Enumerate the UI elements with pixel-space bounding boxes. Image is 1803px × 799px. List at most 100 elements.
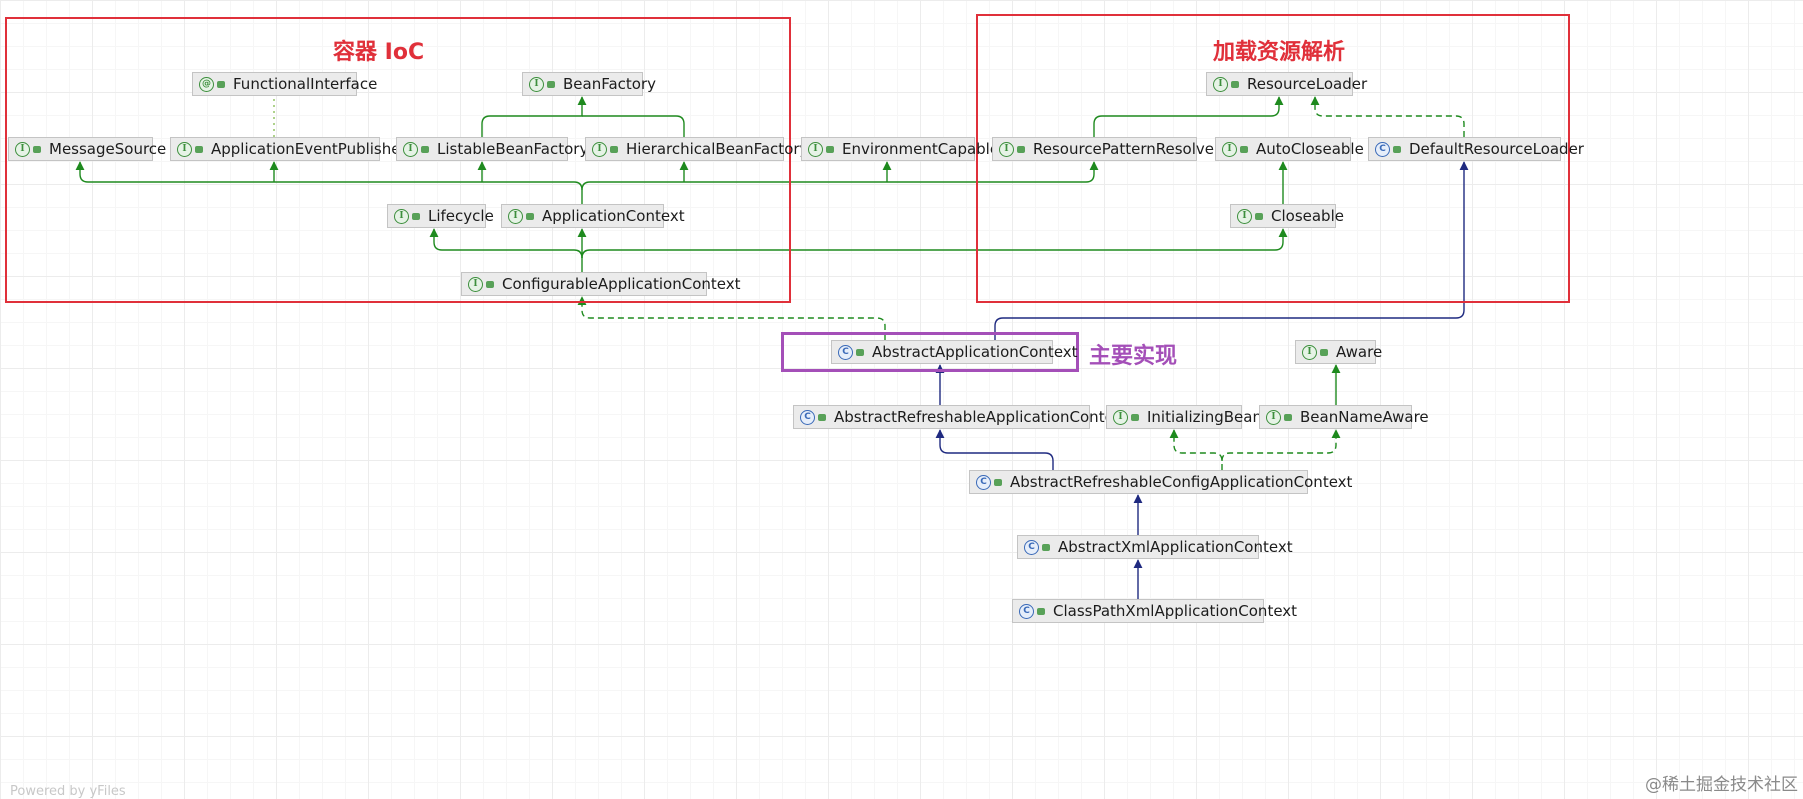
class-icon: C (1019, 603, 1034, 619)
class-icon: C (1024, 539, 1039, 555)
node-label: ListableBeanFactory (437, 140, 589, 158)
node-label: EnvironmentCapable (842, 140, 1000, 158)
edge-config-to-initializingbean (1169, 429, 1223, 470)
node-application-event-publisher[interactable]: I ApplicationEventPublisher (170, 137, 407, 161)
access-icon (412, 212, 420, 220)
region-resource-title: 加载资源解析 (1213, 40, 1346, 65)
edge-configurable-to-closeable (581, 228, 1288, 259)
interface-icon: I (1222, 141, 1237, 157)
access-icon (486, 280, 494, 288)
node-label: ApplicationContext (542, 207, 685, 225)
edge-config-to-beannameaware (1221, 429, 1341, 462)
interface-icon: I (1113, 409, 1128, 425)
node-label: Closeable (1271, 207, 1344, 225)
node-abstract-refreshable-config-application-context[interactable]: C AbstractRefreshableConfigApplicationCo… (969, 470, 1352, 494)
node-label: ResourcePatternResolver (1033, 140, 1221, 158)
watermark: @稀土掘金技术社区 (1645, 775, 1798, 795)
access-icon (610, 145, 618, 153)
class-icon: C (976, 474, 991, 490)
node-label: MessageSource (49, 140, 167, 158)
node-default-resource-loader[interactable]: C DefaultResourceLoader (1368, 137, 1584, 161)
node-bean-factory[interactable]: I BeanFactory (522, 72, 656, 96)
access-icon (1017, 145, 1025, 153)
yfiles-credit: Powered by yFiles (10, 784, 126, 799)
node-environment-capable[interactable]: I EnvironmentCapable (801, 137, 999, 161)
access-icon (547, 80, 555, 88)
interface-icon: I (529, 76, 544, 92)
edge-hierarchical-to-beanfactory (582, 115, 685, 137)
access-icon (421, 145, 429, 153)
node-label: DefaultResourceLoader (1409, 140, 1584, 158)
interface-icon: I (1302, 344, 1317, 360)
access-icon (1393, 145, 1401, 153)
node-lifecycle[interactable]: I Lifecycle (387, 204, 494, 228)
region-ioc-title: 容器 IoC (333, 40, 425, 65)
interface-icon: I (1213, 76, 1228, 92)
node-functional-interface[interactable]: @ FunctionalInterface (192, 72, 377, 96)
access-icon (1042, 543, 1050, 551)
node-listable-bean-factory[interactable]: I ListableBeanFactory (396, 137, 588, 161)
region-resource-box (976, 14, 1570, 303)
access-icon (217, 80, 225, 88)
node-message-source[interactable]: I MessageSource (8, 137, 166, 161)
node-bean-name-aware[interactable]: I BeanNameAware (1259, 405, 1429, 429)
access-icon (33, 145, 41, 153)
node-label: AbstractRefreshableApplicationContext (834, 408, 1129, 426)
node-label: Lifecycle (428, 207, 494, 225)
access-icon (1037, 607, 1045, 615)
node-class-path-xml-application-context[interactable]: C ClassPathXmlApplicationContext (1012, 599, 1297, 623)
access-icon (526, 212, 534, 220)
node-resource-loader[interactable]: I ResourceLoader (1206, 72, 1367, 96)
access-icon (826, 145, 834, 153)
node-abstract-application-context[interactable]: C AbstractApplicationContext (831, 340, 1078, 364)
edge-abstractctx-to-configurable (577, 296, 886, 340)
interface-icon: I (403, 141, 418, 157)
node-abstract-refreshable-application-context[interactable]: C AbstractRefreshableApplicationContext (793, 405, 1128, 429)
annotation-icon: @ (199, 76, 214, 92)
node-label: InitializingBean (1147, 408, 1262, 426)
node-label: FunctionalInterface (233, 75, 378, 93)
interface-icon: I (808, 141, 823, 157)
node-label: AbstractApplicationContext (872, 343, 1078, 361)
edge-defaultloader-to-resourceloader (1310, 96, 1465, 137)
node-label: BeanFactory (563, 75, 657, 93)
node-label: ConfigurableApplicationContext (502, 275, 741, 293)
access-icon (1240, 145, 1248, 153)
node-auto-closeable[interactable]: I AutoCloseable (1215, 137, 1364, 161)
access-icon (856, 348, 864, 356)
interface-icon: I (999, 141, 1014, 157)
access-icon (1231, 80, 1239, 88)
node-label: ClassPathXmlApplicationContext (1053, 602, 1298, 620)
node-label: Aware (1336, 343, 1383, 361)
access-icon (195, 145, 203, 153)
access-icon (994, 478, 1002, 486)
node-resource-pattern-resolver[interactable]: I ResourcePatternResolver (992, 137, 1220, 161)
node-initializing-bean[interactable]: I InitializingBean (1106, 405, 1262, 429)
node-label: AbstractXmlApplicationContext (1058, 538, 1293, 556)
node-application-context[interactable]: I ApplicationContext (501, 204, 685, 228)
node-aware[interactable]: I Aware (1295, 340, 1382, 364)
class-icon: C (800, 409, 815, 425)
access-icon (1131, 413, 1139, 421)
edge-appctx-to-hierarchical (581, 161, 1099, 191)
node-label: BeanNameAware (1300, 408, 1429, 426)
edge-abstractctx-to-defaultloader (994, 161, 1469, 340)
node-configurable-application-context[interactable]: I ConfigurableApplicationContext (461, 272, 740, 296)
interface-icon: I (177, 141, 192, 157)
node-closeable[interactable]: I Closeable (1230, 204, 1344, 228)
interface-icon: I (468, 276, 483, 292)
interface-icon: I (394, 208, 409, 224)
edge-config-to-refreshable (935, 429, 1054, 470)
edge-configurable-to-lifecycle (429, 228, 583, 259)
node-abstract-xml-application-context[interactable]: C AbstractXmlApplicationContext (1017, 535, 1293, 559)
node-label: AbstractRefreshableConfigApplicationCont… (1010, 473, 1353, 491)
node-hierarchical-bean-factory[interactable]: I HierarchicalBeanFactory (585, 137, 808, 161)
interface-icon: I (508, 208, 523, 224)
interface-icon: I (1237, 208, 1252, 224)
access-icon (818, 413, 826, 421)
node-label: ApplicationEventPublisher (211, 140, 407, 158)
interface-icon: I (592, 141, 607, 157)
region-ioc-box (5, 17, 791, 303)
interface-icon: I (15, 141, 30, 157)
edge-resolver-to-resourceloader (1093, 96, 1284, 137)
